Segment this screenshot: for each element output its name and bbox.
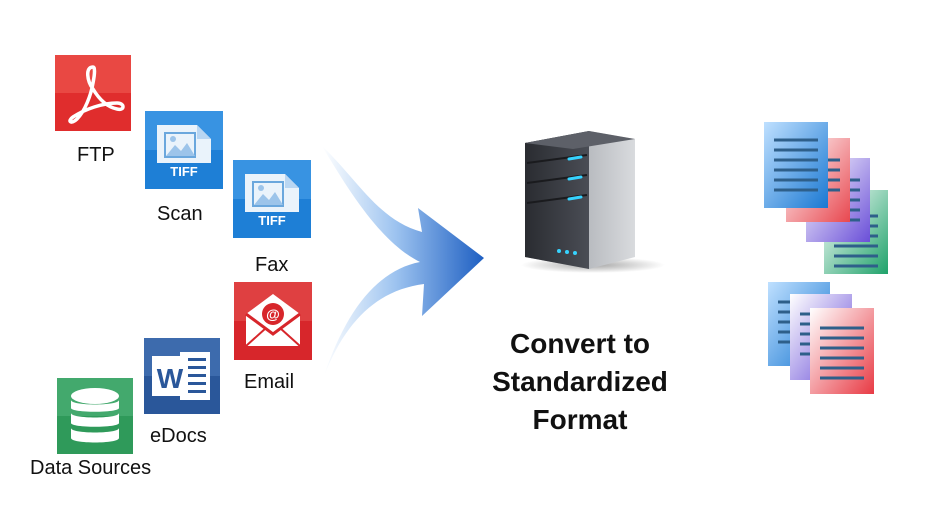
at-badge: @ [266, 306, 280, 322]
ftp-source [55, 55, 131, 131]
document-blue [764, 122, 828, 208]
title-line-2: Standardized [492, 366, 668, 397]
edocs-source: W [144, 338, 220, 414]
tiff-badge: TIFF [258, 213, 285, 228]
word-icon: W [144, 338, 220, 414]
fax-label: Fax [255, 254, 289, 276]
ftp-label: FTP [77, 144, 115, 166]
datasources-label: Data Sources [30, 457, 152, 479]
server [515, 125, 665, 275]
documents-icon [768, 282, 874, 394]
title-line-3: Format [532, 404, 628, 435]
title-line-1: Convert to [510, 328, 650, 359]
output-documents-top [762, 120, 892, 278]
fax-source: TIFF [233, 160, 311, 238]
edocs-label: eDocs [150, 425, 207, 447]
email-label: Email [244, 371, 295, 393]
server-icon [521, 131, 665, 273]
datasources-source [57, 378, 133, 454]
scan-label: Scan [157, 203, 203, 225]
email-source: @ [234, 282, 312, 360]
output-documents-bottom [766, 280, 878, 398]
documents-icon [764, 122, 888, 274]
process-title: Convert to Standardized Format [470, 325, 690, 439]
database-icon [57, 378, 133, 454]
tiff-icon: TIFF [233, 160, 311, 238]
scan-source: TIFF [145, 111, 223, 189]
document-red [810, 308, 874, 394]
flow-arrow [322, 146, 484, 376]
email-icon: @ [234, 282, 312, 360]
tiff-badge: TIFF [170, 164, 197, 179]
word-badge: W [157, 363, 184, 394]
tiff-icon: TIFF [145, 111, 223, 189]
pdf-icon [55, 55, 131, 131]
